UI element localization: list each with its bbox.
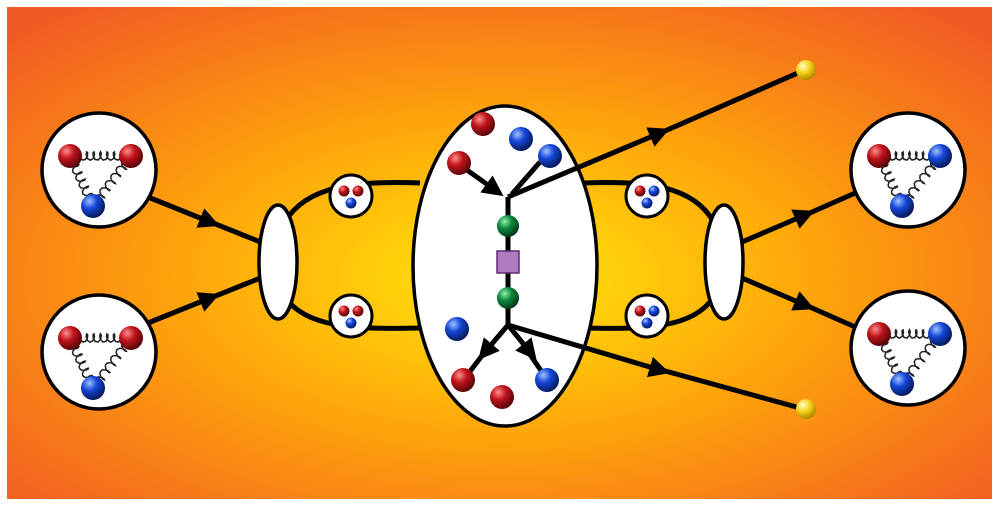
mini-cluster-circle: [624, 293, 670, 339]
nucleon-circle: [849, 289, 967, 407]
mini-cluster-circle: [328, 293, 374, 339]
fermion-arrow-icon: [478, 323, 510, 360]
nucleon-circle: [40, 293, 158, 411]
red-quark: [867, 144, 891, 168]
red-quark: [634, 305, 646, 317]
incoming-lines: [147, 194, 269, 326]
free-blue-quark: [538, 144, 562, 168]
red-quark: [58, 144, 82, 168]
blue-quark: [641, 197, 653, 209]
boson-green-ball: [497, 215, 519, 237]
red-quark: [119, 144, 143, 168]
left-interaction-ellipse: [257, 203, 299, 321]
blue-quark: [928, 144, 952, 168]
blue-quark: [890, 194, 914, 218]
vertex-red-quark: [451, 368, 475, 392]
blue-quark: [345, 197, 357, 209]
vertex-blue-quark: [535, 368, 559, 392]
outgoing-lepton: [796, 60, 816, 80]
nucleons-layer: [40, 111, 967, 411]
vertex-red-quark: [447, 151, 471, 175]
red-quark: [634, 185, 646, 197]
lepton-lines: [507, 69, 802, 411]
gluon-spring-icon: [898, 331, 942, 384]
blue-quark: [345, 317, 357, 329]
red-quark: [338, 305, 350, 317]
right-nucleon: [849, 289, 967, 407]
boson-green-ball: [497, 287, 519, 309]
red-quark: [352, 185, 364, 197]
nucleon-circle: [849, 111, 967, 229]
red-quark: [58, 326, 82, 350]
fermion-arrow-icon: [506, 323, 537, 361]
right-interaction-ellipse: [703, 203, 745, 321]
red-quark: [338, 185, 350, 197]
mini-cluster-circle: [328, 173, 374, 219]
free-blue-quark: [509, 127, 533, 151]
nucleon-circle: [40, 111, 158, 229]
free-blue-quark: [445, 317, 469, 341]
left-nucleon: [40, 111, 158, 229]
mini-cluster-circle: [624, 173, 670, 219]
gluon-spring-icon: [89, 335, 133, 388]
red-quark: [867, 322, 891, 346]
red-quark: [352, 305, 364, 317]
fermion-arrow-icon: [147, 292, 220, 326]
free-red-quark: [471, 112, 495, 136]
free-red-quark: [490, 385, 514, 409]
right-mini-cluster: [624, 293, 670, 339]
left-mini-cluster: [328, 173, 374, 219]
blue-quark: [648, 305, 660, 317]
fermion-arrow-icon: [507, 127, 670, 200]
gluon-spring-icon: [89, 153, 133, 206]
gluon-spring-icon: [898, 153, 942, 206]
outgoing-lepton: [796, 399, 816, 419]
blue-quark: [648, 185, 660, 197]
fermion-arrow-icon: [507, 322, 671, 378]
right-nucleon: [849, 111, 967, 229]
red-quark: [119, 326, 143, 350]
left-nucleon: [40, 293, 158, 411]
left-mini-cluster: [328, 293, 374, 339]
fermion-arrow-icon: [147, 194, 220, 228]
blue-quark: [641, 317, 653, 329]
blue-quark: [890, 372, 914, 396]
blue-quark: [928, 322, 952, 346]
blue-quark: [81, 376, 105, 400]
blue-quark: [81, 194, 105, 218]
right-mini-cluster: [624, 173, 670, 219]
exchange-vertex-square: [496, 250, 520, 274]
particles-layer: [328, 60, 816, 419]
